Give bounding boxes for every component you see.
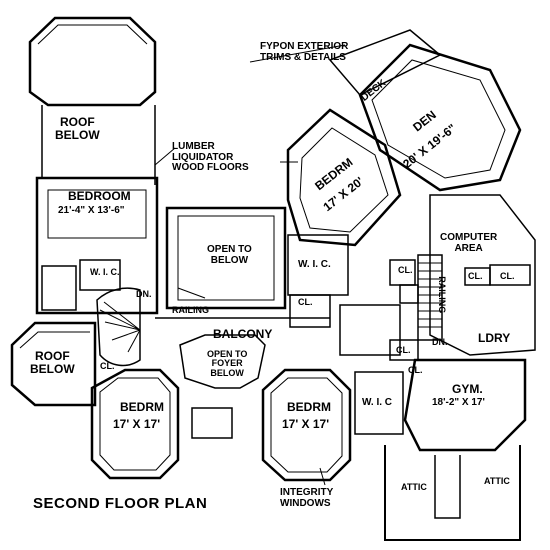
bedroom-s-name: BEDRM <box>287 400 331 414</box>
den-walls <box>358 43 522 192</box>
cl-center-label: CL. <box>298 297 313 307</box>
bedroom-sw-name: BEDRM <box>120 400 164 414</box>
attic-left-label: ATTIC <box>401 482 427 492</box>
deck <box>328 29 442 96</box>
bedroom-ne-walls <box>286 108 402 247</box>
roof-bay-west <box>10 321 97 407</box>
cl-2-label: CL. <box>468 271 483 281</box>
dn-stair-label: DN. <box>136 289 152 299</box>
balcony-label: BALCONY <box>213 327 273 341</box>
bedroom-sw-walls <box>90 368 180 480</box>
spiral-stair <box>96 287 141 367</box>
cl-5-label: CL. <box>408 365 423 375</box>
dn-east-label: DN. <box>432 337 448 347</box>
attic-right-label: ATTIC <box>484 476 510 486</box>
foyer-void <box>179 334 266 389</box>
open-to-below-void <box>165 206 287 310</box>
bedroom-s-walls <box>261 368 352 482</box>
roof-bay-top <box>28 16 157 107</box>
bedroom-sw-dims: 17' X 17' <box>113 417 161 431</box>
wic-west-label: W. I. C. <box>90 267 120 277</box>
cl-3-label: CL. <box>500 271 515 281</box>
railing-center-label: RAILING <box>172 305 209 315</box>
bedroom-nw-name: BEDROOM <box>68 189 131 203</box>
ldry-label: LDRY <box>478 331 511 345</box>
bedroom-nw-dims: 21'-4" X 13'-6" <box>58 205 125 216</box>
cl-1-label: CL. <box>398 265 413 275</box>
cl-4-label: CL. <box>396 345 411 355</box>
gym-name: GYM. <box>452 382 483 396</box>
wic-south-label: W. I. C <box>362 397 392 408</box>
railing-stair-label: RAILING <box>437 276 448 314</box>
bedroom-s-dims: 17' X 17' <box>282 417 330 431</box>
plan-title: SECOND FLOOR PLAN <box>33 495 208 512</box>
attic <box>384 445 521 541</box>
gym-walls <box>403 358 527 452</box>
cl-west-label: CL. <box>100 361 115 371</box>
gym-dims: 18'-2" X 17' <box>432 397 485 408</box>
wic-center-label: W. I. C. <box>298 259 331 270</box>
